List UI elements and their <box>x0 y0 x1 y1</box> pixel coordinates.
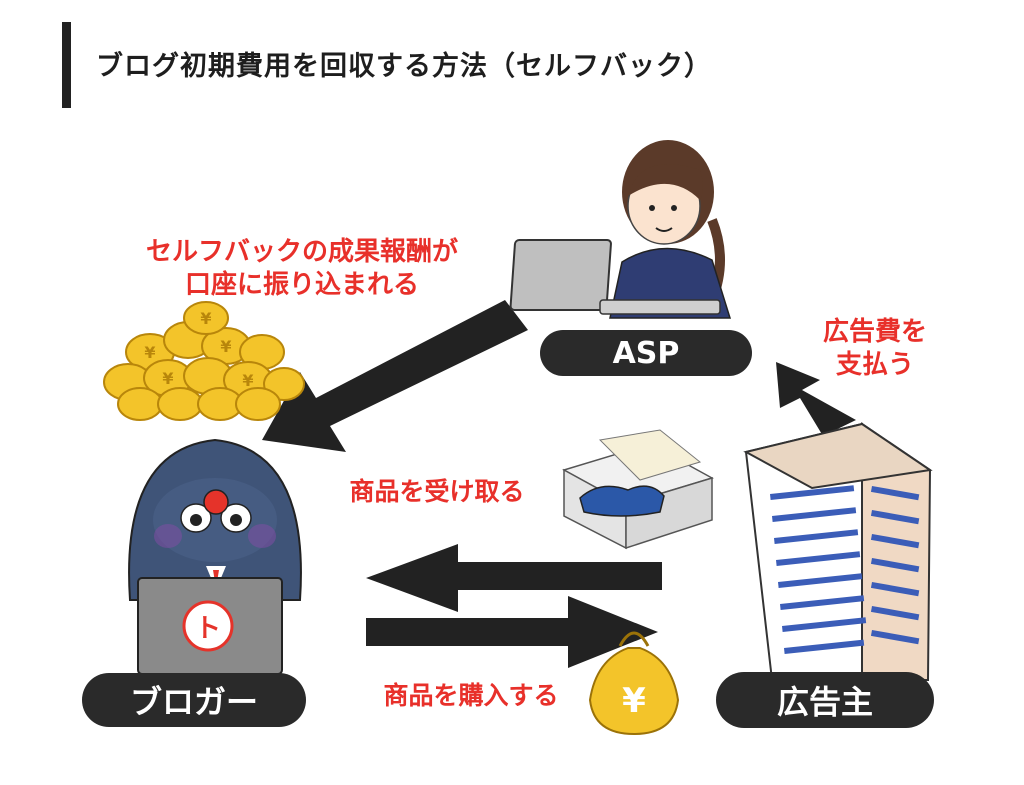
buy-product-label: 商品を購入する <box>383 681 559 710</box>
arrow-asp-to-blogger <box>262 300 528 452</box>
coin-yen-mark: ¥ <box>144 343 155 362</box>
blogger-node-label: ブロガー <box>82 673 306 727</box>
ad-cost-label: 広告費を 支払う <box>800 316 950 381</box>
selfback-reward-line1: セルフバックの成果報酬が <box>145 237 458 267</box>
product-box-illustration <box>562 429 714 550</box>
title-accent-bar <box>62 22 71 108</box>
arrow-advertiser-to-asp <box>776 362 856 436</box>
selfback-reward-line2: 口座に振り込まれる <box>184 269 419 300</box>
laptop-logo-mark: ト <box>195 614 221 644</box>
ad-cost-line2: 支払う <box>835 349 914 380</box>
advertiser-building-illustration <box>743 422 933 681</box>
arrow-blogger-to-advertiser <box>366 596 658 668</box>
coin-yen-mark: ¥ <box>220 337 231 356</box>
coin-pile-illustration: ¥ ¥ ¥ ¥ ¥ <box>103 301 305 421</box>
coin-yen-mark: ¥ <box>242 371 253 390</box>
page-title: ブログ初期費用を回収する方法（セルフバック） <box>96 51 712 82</box>
money-bag-illustration: ¥ <box>588 631 680 736</box>
money-bag-yen-mark: ¥ <box>622 681 646 721</box>
coin-yen-mark: ¥ <box>200 309 211 328</box>
selfback-reward-label: セルフバックの成果報酬が 口座に振り込まれる <box>122 236 482 301</box>
blogger-character-illustration: ト <box>128 438 302 675</box>
ad-cost-line1: 広告費を <box>822 317 927 347</box>
arrow-advertiser-to-blogger <box>366 544 662 612</box>
asp-node-label: ASP <box>540 330 752 376</box>
coin-yen-mark: ¥ <box>162 369 173 388</box>
advertiser-node-label: 広告主 <box>716 672 934 728</box>
receive-product-label: 商品を受け取る <box>349 477 525 506</box>
asp-operator-illustration <box>509 140 732 319</box>
